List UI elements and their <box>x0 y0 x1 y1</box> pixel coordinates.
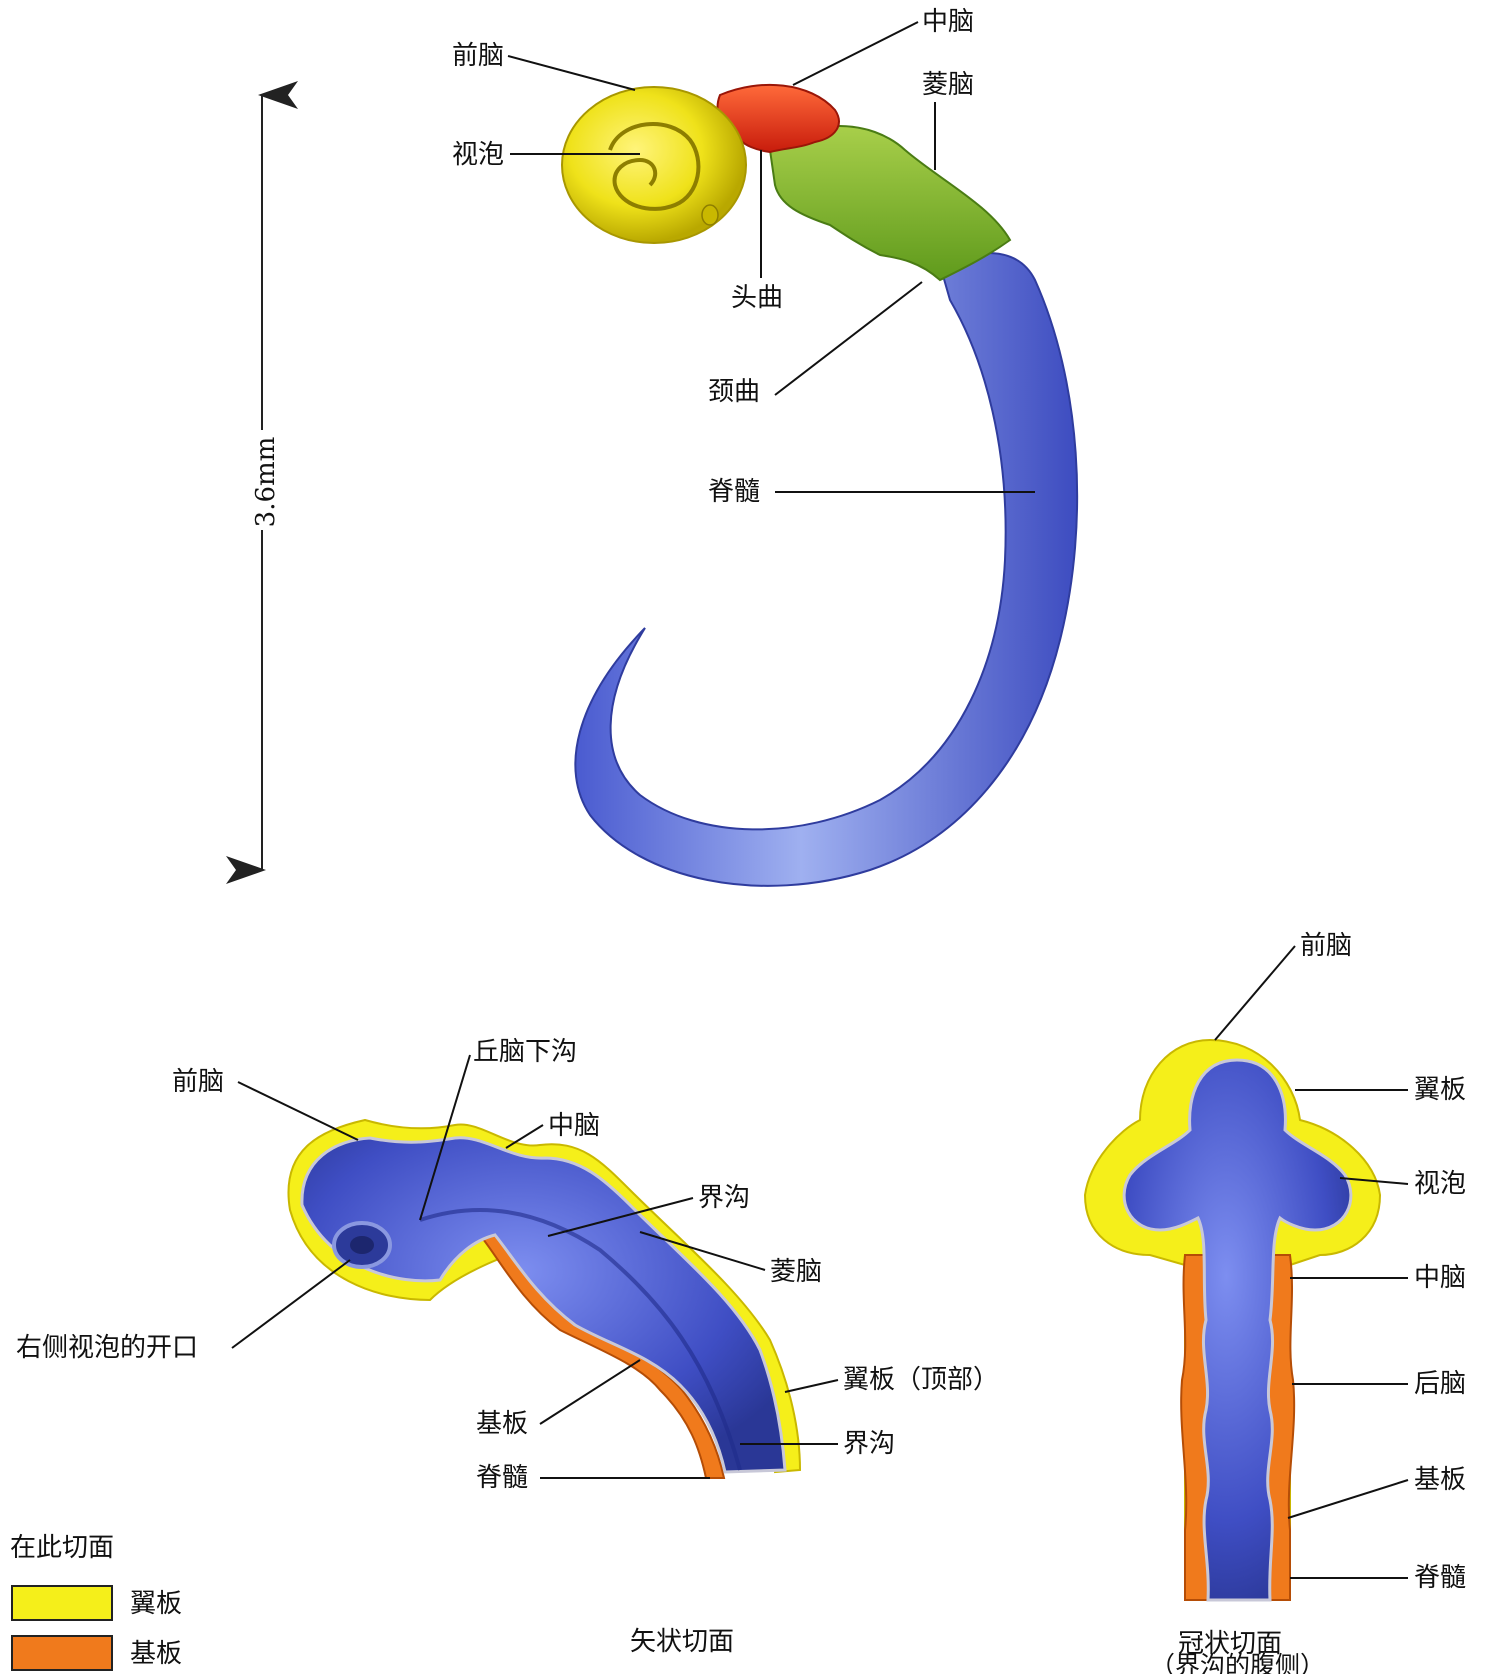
scale-label: 3.6mm <box>251 437 281 528</box>
sagittal-section <box>288 1120 800 1478</box>
label-right-optic-opening: 右侧视泡的开口 <box>16 1333 198 1363</box>
label-cor-hindbrain: 后脑 <box>1414 1369 1466 1399</box>
label-cor-forebrain: 前脑 <box>1300 931 1352 961</box>
label-sulcus-limitans-2: 界沟 <box>843 1429 895 1459</box>
sagittal-labels: 前脑 丘脑下沟 中脑 界沟 菱脑 右侧视泡的开口 翼板（顶部） 基板 界沟 脊髓… <box>16 1037 999 1657</box>
embryo-brain-3d <box>562 85 1077 886</box>
legend-title: 在此切面 <box>10 1533 114 1563</box>
label-hypothalamic-sulcus: 丘脑下沟 <box>473 1037 577 1067</box>
label-rhombencephalon: 菱脑 <box>922 70 974 100</box>
label-cervical-flexure: 颈曲 <box>708 377 760 407</box>
legend-swatch-alar <box>12 1586 112 1620</box>
label-spinal-cord: 脊髓 <box>708 477 760 507</box>
label-sag-forebrain: 前脑 <box>172 1067 224 1097</box>
legend: 在此切面 翼板 基板 <box>10 1533 182 1670</box>
label-sulcus-limitans: 界沟 <box>698 1183 750 1213</box>
hindbrain-shape <box>770 126 1010 280</box>
spinal-cord-shape <box>575 253 1077 886</box>
label-cor-optic-vesicle: 视泡 <box>1414 1169 1466 1199</box>
label-cor-spinal-cord: 脊髓 <box>1414 1563 1466 1593</box>
label-sag-rhombencephalon: 菱脑 <box>770 1257 822 1287</box>
label-midbrain: 中脑 <box>922 7 974 37</box>
coronal-section <box>1067 1040 1380 1600</box>
label-cephalic-flexure: 头曲 <box>731 283 783 313</box>
legend-label-alar: 翼板 <box>130 1589 182 1619</box>
label-sag-basal-plate: 基板 <box>476 1409 528 1439</box>
label-sag-midbrain: 中脑 <box>548 1111 600 1141</box>
label-optic-vesicle: 视泡 <box>452 140 504 170</box>
label-cor-basal-plate: 基板 <box>1414 1465 1466 1495</box>
coronal-caption-sub: （界沟的腹侧） <box>1150 1651 1325 1674</box>
scale-bar: 3.6mm <box>251 95 281 870</box>
label-cor-midbrain: 中脑 <box>1414 1263 1466 1293</box>
legend-swatch-basal <box>12 1636 112 1670</box>
legend-label-basal: 基板 <box>130 1639 182 1669</box>
sagittal-caption: 矢状切面 <box>630 1627 734 1657</box>
label-sag-spinal-cord: 脊髓 <box>476 1463 528 1493</box>
label-cor-alar-plate: 翼板 <box>1414 1075 1466 1105</box>
label-alar-plate-roof: 翼板（顶部） <box>843 1365 999 1395</box>
label-forebrain: 前脑 <box>452 41 504 71</box>
